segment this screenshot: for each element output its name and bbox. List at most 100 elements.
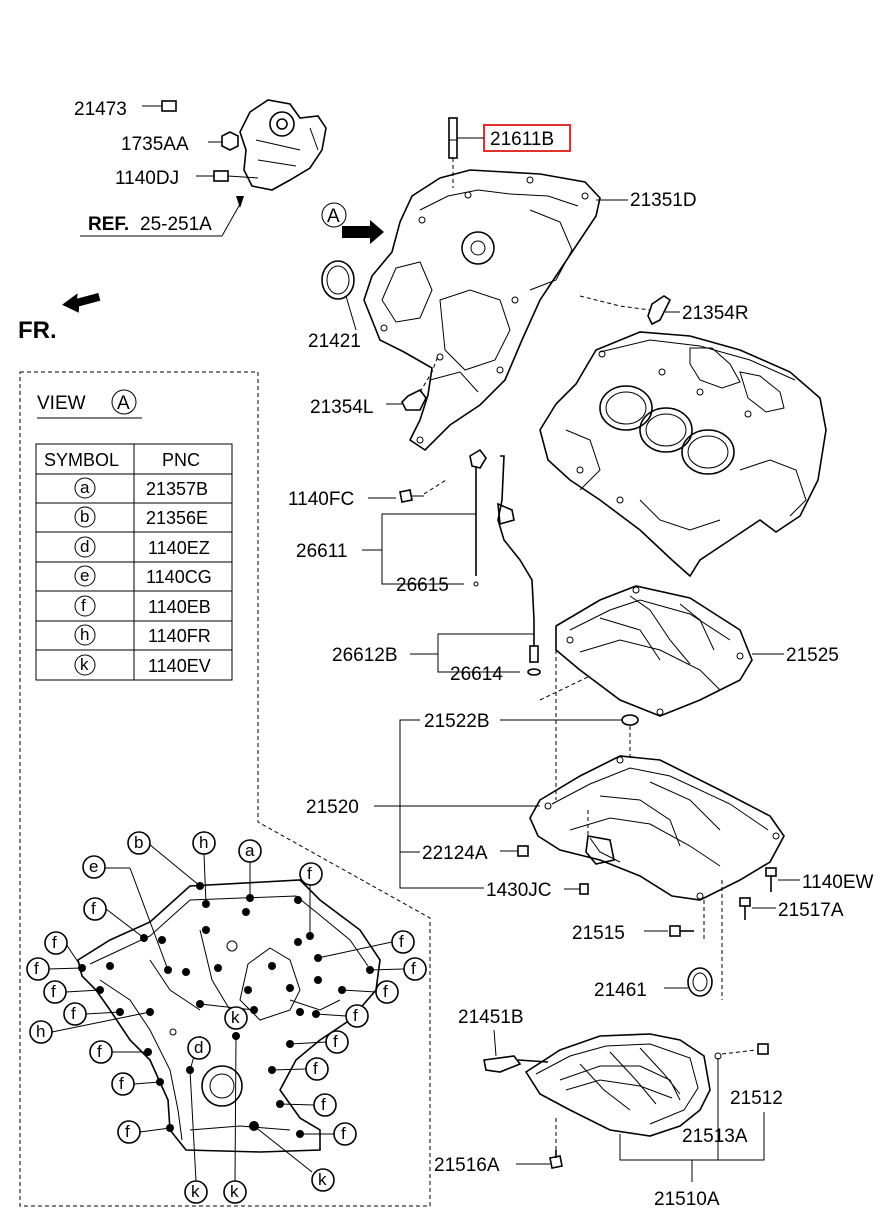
upper-oil-pan <box>374 714 785 1000</box>
callout-f: f <box>399 932 404 951</box>
view-title-letter: A <box>117 393 130 414</box>
label-ref-prefix: REF. <box>88 214 129 235</box>
callout-f: f <box>119 1074 124 1093</box>
table-row-pnc: 21357B <box>146 479 208 499</box>
callout-f: f <box>125 1122 130 1141</box>
label-1140EW: 1140EW <box>802 872 874 893</box>
symbol-pnc-table: SYMBOL PNC a 21357B b 21356E d 1140EZ e … <box>35 443 233 681</box>
label-21520: 21520 <box>306 797 359 818</box>
callout-f: f <box>307 864 312 883</box>
cylinder-block <box>539 331 827 578</box>
callout-f: f <box>383 982 388 1001</box>
label-21354L: 21354L <box>310 397 373 418</box>
label-1140DJ: 1140DJ <box>115 168 179 189</box>
table-row-pnc: 21356E <box>146 508 208 528</box>
bolt-locations <box>78 882 374 1138</box>
cap-21461 <box>664 967 713 997</box>
label-21451B: 21451B <box>458 1007 524 1028</box>
table-header-pnc: PNC <box>162 450 200 470</box>
table-row-pnc: 1140FR <box>148 626 211 646</box>
water-pump-assembly <box>80 99 327 237</box>
callout-e: e <box>89 857 98 876</box>
view-a-marker <box>321 202 347 228</box>
label-21354R: 21354R <box>682 303 749 324</box>
lower-oil-pan <box>483 1029 769 1182</box>
callout-f: f <box>71 1004 76 1023</box>
label-21421: 21421 <box>308 331 361 352</box>
callout-f: f <box>313 1059 318 1078</box>
callout-a: a <box>245 841 255 860</box>
label-21525: 21525 <box>786 645 839 666</box>
callout-f: f <box>353 1006 358 1025</box>
label-21512: 21512 <box>730 1088 783 1109</box>
label-fr: FR. <box>18 317 57 344</box>
view-title: VIEW <box>37 393 86 414</box>
callout-h: h <box>199 833 208 852</box>
view-a-callouts: b h a e f f f f f f f f <box>26 831 427 1204</box>
bolt-1140EW <box>765 867 800 892</box>
front-oil-seal <box>321 260 357 331</box>
pin-1430JC <box>564 883 589 895</box>
label-ref-number: 25-251A <box>140 214 212 235</box>
callout-f: f <box>341 1124 346 1143</box>
view-a-arrow <box>342 220 384 244</box>
table-row-pnc: 1140EV <box>148 656 211 676</box>
label-1735AA: 1735AA <box>121 134 189 155</box>
callout-f: f <box>91 899 96 918</box>
label-21473: 21473 <box>74 99 127 120</box>
label-21611B: 21611B <box>490 129 554 150</box>
callout-f: f <box>52 933 57 952</box>
label-21461: 21461 <box>594 980 647 1001</box>
label-1430JC: 1430JC <box>486 880 552 901</box>
callout-f: f <box>51 982 56 1001</box>
front-direction-arrow <box>62 292 101 313</box>
label-26612B: 26612B <box>332 645 398 666</box>
callout-k: k <box>230 1182 239 1201</box>
bolt-21517A <box>739 897 776 920</box>
table-row-pnc: 1140CG <box>146 567 212 587</box>
bolt-21515 <box>644 925 694 937</box>
table-row-pnc: 1140EZ <box>148 538 210 558</box>
table-row-symbol: d <box>80 537 89 556</box>
table-row-symbol: k <box>80 655 89 674</box>
label-21515: 21515 <box>572 923 625 944</box>
callout-f: f <box>321 1095 326 1114</box>
label-21516A: 21516A <box>434 1155 500 1176</box>
callout-k: k <box>318 1170 327 1189</box>
callout-h: h <box>36 1022 45 1041</box>
callout-f: f <box>411 959 416 978</box>
view-a-frame <box>19 371 431 1207</box>
table-row-symbol: a <box>80 478 90 497</box>
table-row-symbol: f <box>81 596 86 615</box>
gasket-left <box>386 355 439 411</box>
dowel-pin <box>448 117 484 188</box>
table-row-symbol: e <box>80 566 89 585</box>
plug-22124A <box>500 845 529 857</box>
callout-k: k <box>191 1182 200 1201</box>
leader-bracket <box>399 719 484 889</box>
callout-f: f <box>333 1032 338 1051</box>
table-row-pnc: 1140EB <box>148 597 211 617</box>
label-26615: 26615 <box>396 575 449 596</box>
label-21522B: 21522B <box>424 711 490 732</box>
gasket-right <box>579 295 680 326</box>
label-21517A: 21517A <box>778 900 844 921</box>
label-22124A: 22124A <box>422 843 488 864</box>
callout-f: f <box>34 959 39 978</box>
callout-k: k <box>231 1008 240 1027</box>
table-row-symbol: h <box>80 625 89 644</box>
label-26611: 26611 <box>296 541 347 562</box>
label-1140FC: 1140FC <box>288 489 354 510</box>
ladder-frame <box>539 585 784 800</box>
callout-b: b <box>134 833 143 852</box>
callout-f: f <box>97 1042 102 1061</box>
callout-d: d <box>194 1038 203 1057</box>
oil-level-gauge <box>362 448 541 676</box>
label-21351D: 21351D <box>630 190 697 211</box>
table-header-symbol: SYMBOL <box>44 450 119 470</box>
label-26614: 26614 <box>450 664 503 685</box>
view-a-marker-letter: A <box>327 206 340 227</box>
view-title-letter-circle <box>111 389 137 415</box>
label-21510A: 21510A <box>654 1189 720 1210</box>
